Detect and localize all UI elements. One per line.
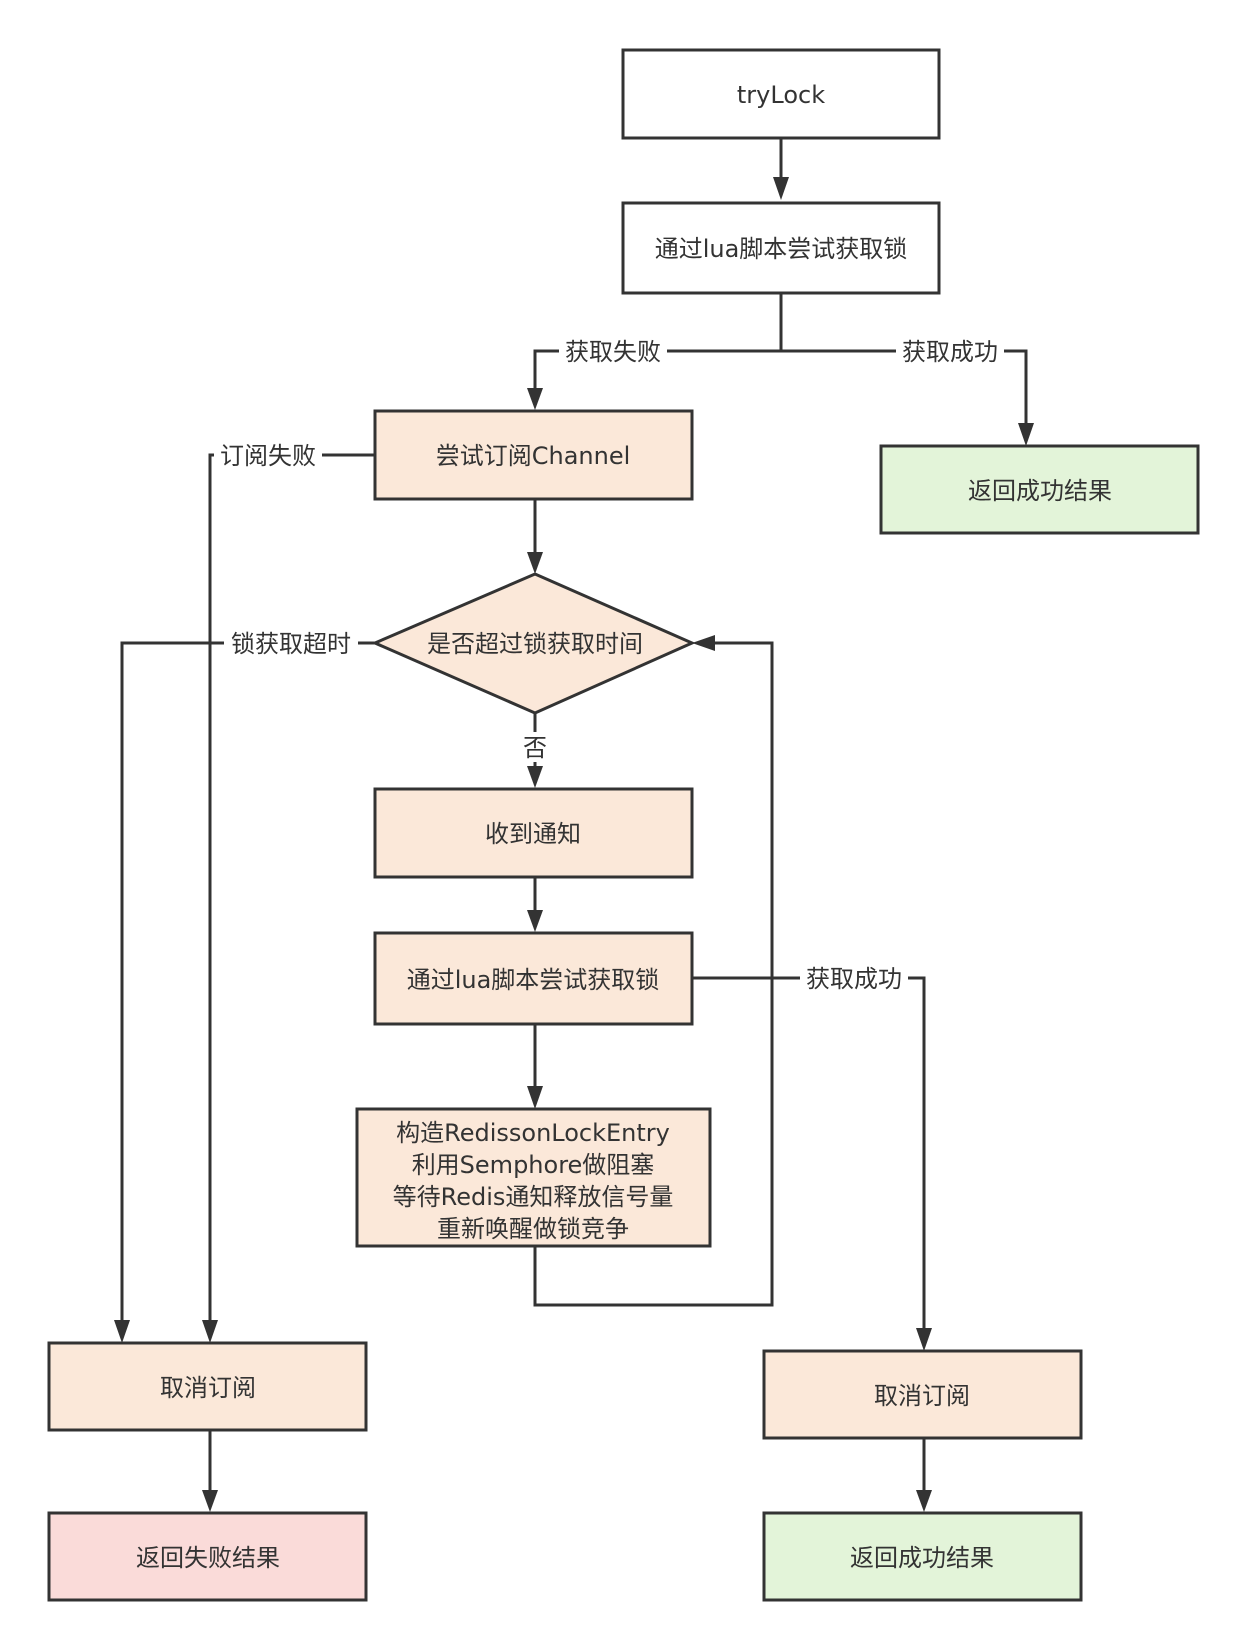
edge-timeout-to-unsubscribe <box>120 641 375 1330</box>
node-label-line: 利用Semphore做阻塞 <box>412 1151 655 1179</box>
node-label: tryLock <box>737 81 825 109</box>
node-return-success-2: 返回成功结果 <box>762 1511 1083 1602</box>
arrowhead <box>202 1320 218 1343</box>
node-lua-try-1: 通过lua脚本尝试获取锁 <box>621 201 941 295</box>
node-unsubscribe-success: 取消订阅 <box>762 1349 1083 1440</box>
node-label: 返回成功结果 <box>968 477 1112 505</box>
arrowhead <box>527 910 543 932</box>
edge-lua-try-to-subscribe <box>533 349 781 402</box>
arrowhead <box>692 635 715 651</box>
node-label: 通过lua脚本尝试获取锁 <box>407 966 660 994</box>
node-timeout-check: 是否超过锁获取时间 <box>371 572 696 715</box>
node-label: 取消订阅 <box>160 1374 256 1402</box>
arrowhead <box>114 1320 130 1343</box>
node-label: 尝试订阅Channel <box>436 442 631 470</box>
node-return-success-1: 返回成功结果 <box>879 444 1200 535</box>
edge-subscribe-fail-to-unsubscribe <box>208 453 375 1330</box>
node-subscribe-channel: 尝试订阅Channel <box>373 409 694 501</box>
arrowhead <box>527 1086 543 1109</box>
node-label-line: 等待Redis通知释放信号量 <box>393 1183 674 1211</box>
edge-lua-try-2-to-unsubscribe-success <box>692 976 926 1337</box>
node-lua-try-2: 通过lua脚本尝试获取锁 <box>373 931 694 1026</box>
node-receive-notify: 收到通知 <box>373 787 694 879</box>
arrowhead <box>916 1490 932 1512</box>
edge-label-lock-timeout: 锁获取超时 <box>231 630 351 658</box>
node-label: 是否超过锁获取时间 <box>427 630 643 658</box>
arrowhead <box>527 552 543 574</box>
node-label-line: 构造RedissonLockEntry <box>396 1119 670 1147</box>
node-label: 通过lua脚本尝试获取锁 <box>655 235 908 263</box>
edge-label-acquire-success: 获取成功 <box>902 338 998 366</box>
arrowhead <box>773 177 789 200</box>
arrowhead <box>527 388 543 410</box>
node-trylock: tryLock <box>621 48 941 140</box>
node-label: 收到通知 <box>485 820 581 848</box>
node-label: 取消订阅 <box>874 1382 970 1410</box>
edge-lua-try-to-return-success <box>781 349 1028 437</box>
node-label-line: 重新唤醒做锁竞争 <box>437 1215 629 1243</box>
edge-label-acquire-fail: 获取失败 <box>565 338 661 366</box>
arrowhead <box>1018 423 1034 446</box>
node-return-fail: 返回失败结果 <box>47 1511 368 1602</box>
node-entry-wait: 构造RedissonLockEntry 利用Semphore做阻塞 等待Redi… <box>355 1107 712 1248</box>
edge-label-subscribe-fail: 订阅失败 <box>220 442 316 470</box>
edge-labels: 获取失败 获取成功 订阅失败 锁获取超时 否 获取成功 <box>214 336 1004 993</box>
edge-label-acquire-success-2: 获取成功 <box>806 965 902 993</box>
edge-entry-loop-to-check <box>533 641 774 1307</box>
arrowhead <box>527 766 543 788</box>
arrowhead <box>202 1490 218 1512</box>
node-unsubscribe-fail: 取消订阅 <box>47 1341 368 1432</box>
node-label: 返回失败结果 <box>136 1544 280 1572</box>
edge-label-no: 否 <box>523 734 547 762</box>
arrowhead <box>916 1328 932 1351</box>
node-label: 返回成功结果 <box>850 1544 994 1572</box>
